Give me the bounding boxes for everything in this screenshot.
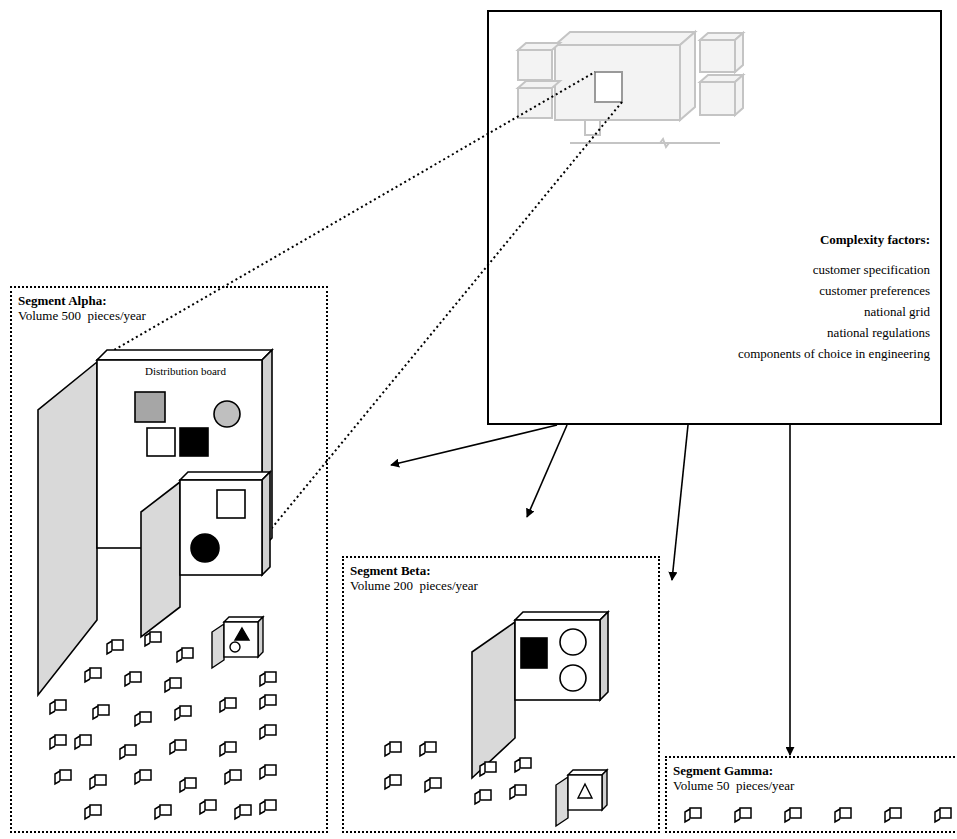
small-board-icon: [260, 672, 276, 686]
small-board-icon: [93, 705, 109, 719]
small-board-icon: [145, 632, 161, 646]
small-board-icon: [220, 698, 236, 712]
small-board-icon: [85, 668, 101, 682]
heading: Segment Gamma:: [673, 763, 955, 778]
segment-box: Segment Gamma:Volume 50 pieces/year: [665, 756, 957, 833]
small-board-icon: [935, 808, 951, 822]
small-board-icon: [50, 735, 66, 749]
small-board-icon: [385, 742, 401, 756]
small-board-icon: [75, 735, 91, 749]
small-board-icon: [510, 785, 526, 799]
heading: Complexity factors:: [738, 227, 930, 253]
factor-item: national regulations: [738, 322, 930, 343]
switchgear-illustration: [518, 32, 743, 147]
factor-item: national grid: [738, 301, 930, 322]
small-board-icon: [260, 800, 276, 814]
distribution-cabinet: [38, 350, 272, 695]
flow-arrow: [789, 425, 791, 755]
volume-text: Volume 500 pieces/year: [18, 308, 320, 323]
small-board-icon: [50, 700, 66, 714]
small-board-icon: [475, 790, 491, 804]
small-cabinet: [212, 617, 263, 668]
segment-box: Segment Alpha:Volume 500 pieces/yearDist…: [10, 286, 328, 833]
medium-cabinet: [141, 472, 270, 637]
small-board-icon: [175, 706, 191, 720]
small-board-icon: [420, 742, 436, 756]
small-board-icon: [85, 805, 101, 819]
factor-item: customer preferences: [738, 280, 930, 301]
highlighted-board: [595, 72, 622, 102]
factor-item: components of choice in engineering: [738, 343, 930, 364]
small-board-icon: [107, 640, 123, 654]
small-board-icon: [90, 775, 106, 789]
small-board-icon: [260, 695, 276, 709]
small-board-icon: [425, 778, 441, 792]
small-board-icon: [120, 745, 136, 759]
factor-item: customer specification: [738, 259, 930, 280]
text-group: Distribution board: [97, 360, 274, 379]
text-group: Segment Alpha:Volume 500 pieces/year: [12, 288, 326, 328]
small-boards: [50, 632, 951, 822]
small-board-icon: [260, 725, 276, 739]
board-label: Distribution board: [97, 364, 274, 379]
small-board-icon: [785, 808, 801, 822]
small-board-icon: [177, 648, 193, 662]
factors-box: Complexity factors: customer specificatio…: [487, 10, 942, 425]
text-group: Segment Gamma:Volume 50 pieces/year: [667, 758, 957, 798]
small-board-icon: [180, 778, 196, 792]
small-board-icon: [135, 712, 151, 726]
heading: Segment Beta:: [350, 563, 652, 578]
beta-small-cabinet: [556, 770, 607, 826]
distribution-board: Distribution board: [97, 360, 274, 548]
small-board-icon: [55, 770, 71, 784]
volume-text: Volume 200 pieces/year: [350, 578, 652, 593]
small-board-icon: [235, 805, 251, 819]
small-board-icon: [385, 775, 401, 789]
small-board-icon: [735, 808, 751, 822]
text-group: Complexity factors: customer specificatio…: [738, 227, 930, 364]
small-board-icon: [260, 765, 276, 779]
heading: Segment Alpha:: [18, 293, 320, 308]
small-board-icon: [135, 770, 151, 784]
small-board-icon: [165, 678, 181, 692]
small-board-icon: [685, 808, 701, 822]
small-board-icon: [480, 762, 496, 776]
small-board-icon: [155, 805, 171, 819]
small-board-icon: [885, 808, 901, 822]
small-board-icon: [515, 758, 531, 772]
beta-cabinet: [472, 612, 608, 778]
small-board-icon: [220, 742, 236, 756]
small-board-icon: [225, 770, 241, 784]
small-board-icon: [170, 740, 186, 754]
small-board-icon: [125, 672, 141, 686]
small-board-icon: [835, 808, 851, 822]
segment-box: Segment Beta:Volume 200 pieces/year: [342, 556, 660, 833]
small-board-icon: [200, 800, 216, 814]
volume-text: Volume 50 pieces/year: [673, 778, 955, 793]
text-group: Segment Beta:Volume 200 pieces/year: [344, 558, 658, 598]
